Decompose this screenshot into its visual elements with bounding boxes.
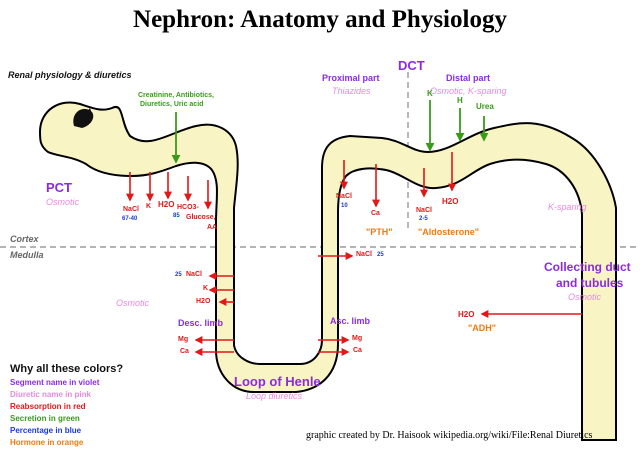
diuretic-pct: Osmotic <box>46 197 80 207</box>
segment-pct: PCT <box>46 180 72 195</box>
asc-nacl: NaCl <box>356 251 372 258</box>
desc-k: K <box>203 285 209 292</box>
dist-h2o: H2O <box>442 197 459 206</box>
diuretic-distal: Osmotic, K-sparing <box>430 86 507 96</box>
pct-hco3-pct: 85 <box>173 213 180 219</box>
pct-aa: AA <box>207 224 218 231</box>
desc-nacl: NaCl <box>186 271 202 278</box>
segment-loop-of-henle: Loop of Henle <box>234 374 321 389</box>
hormone-aldosterone: "Aldosterone" <box>418 227 480 237</box>
segment-distal-part: Distal part <box>446 73 491 83</box>
asc-mg: Mg <box>352 335 363 342</box>
asc-limb-arrows <box>318 252 354 356</box>
pct-k: K <box>146 203 152 210</box>
dct-reabsorption-arrows <box>340 152 456 208</box>
asc-ca: Ca <box>353 347 362 354</box>
dist-nacl: NaCl <box>416 207 432 214</box>
legend-item: Percentage in blue <box>10 426 82 435</box>
diuretic-loop: Loop diuretics <box>246 391 303 401</box>
zone-cortex: Cortex <box>10 234 39 244</box>
desc-nacl-pct: 25 <box>175 272 182 278</box>
pct-reabsorption-arrows <box>126 172 212 210</box>
prox-nacl: NaCl <box>336 193 352 200</box>
pct-nacl-pct: 67-40 <box>122 216 138 222</box>
pct-secretion-label-2: Diuretics, Uric acid <box>140 101 204 108</box>
segment-proximal-part: Proximal part <box>322 73 380 83</box>
segment-desc-limb: Desc. limb <box>178 318 224 328</box>
subtitle: Renal physiology & diuretics <box>8 70 132 80</box>
legend-item: Hormone in orange <box>10 438 84 447</box>
diuretic-k-sparing: K-sparing <box>548 202 587 212</box>
diuretic-collecting: Osmotic <box>568 292 602 302</box>
pct-nacl: NaCl <box>123 206 139 213</box>
desc-limb-arrows <box>194 272 234 356</box>
credit-line: graphic created by Dr. Haisook wikipedia… <box>306 430 593 441</box>
hormone-adh: "ADH" <box>468 323 497 333</box>
cd-h2o: H2O <box>458 310 475 319</box>
pct-hco3: HCO3- <box>177 204 199 211</box>
legend-item: Reabsorption in red <box>10 402 86 411</box>
dct-secretion-arrows <box>425 100 489 152</box>
segment-dct: DCT <box>398 58 425 73</box>
legend-title: Why all these colors? <box>10 363 124 375</box>
legend-item: Diuretic name in pink <box>10 390 91 399</box>
segment-collecting-duct: Collecting duct <box>544 260 631 274</box>
secretion-h: H <box>457 96 463 105</box>
pct-h2o: H2O <box>158 200 175 209</box>
dist-nacl-pct: 2-5 <box>419 216 428 222</box>
desc-ca: Ca <box>180 348 189 355</box>
secretion-k: K <box>427 89 433 98</box>
prox-nacl-pct: 10 <box>341 203 348 209</box>
segment-asc-limb: Asc. limb <box>330 316 371 326</box>
desc-h2o: H2O <box>196 298 211 305</box>
pct-secretion-label-1: Creatinine, Antibiotics, <box>138 92 214 99</box>
hormone-pth: "PTH" <box>366 227 393 237</box>
asc-nacl-pct: 25 <box>377 252 384 258</box>
nephron-tubule <box>38 101 617 441</box>
page-title: Nephron: Anatomy and Physiology <box>133 6 507 33</box>
prox-ca: Ca <box>371 210 380 217</box>
desc-mg: Mg <box>178 336 189 343</box>
legend-item: Secretion in green <box>10 414 80 423</box>
pct-glucose: Glucose, <box>186 214 216 221</box>
diuretic-desc: Osmotic <box>116 298 150 308</box>
segment-collecting-tubules: and tubules <box>556 276 624 290</box>
legend-item: Segment name in violet <box>10 378 100 387</box>
diuretic-proximal: Thiazides <box>332 86 371 96</box>
secretion-urea: Urea <box>476 102 494 111</box>
zone-medulla: Medulla <box>10 250 44 260</box>
